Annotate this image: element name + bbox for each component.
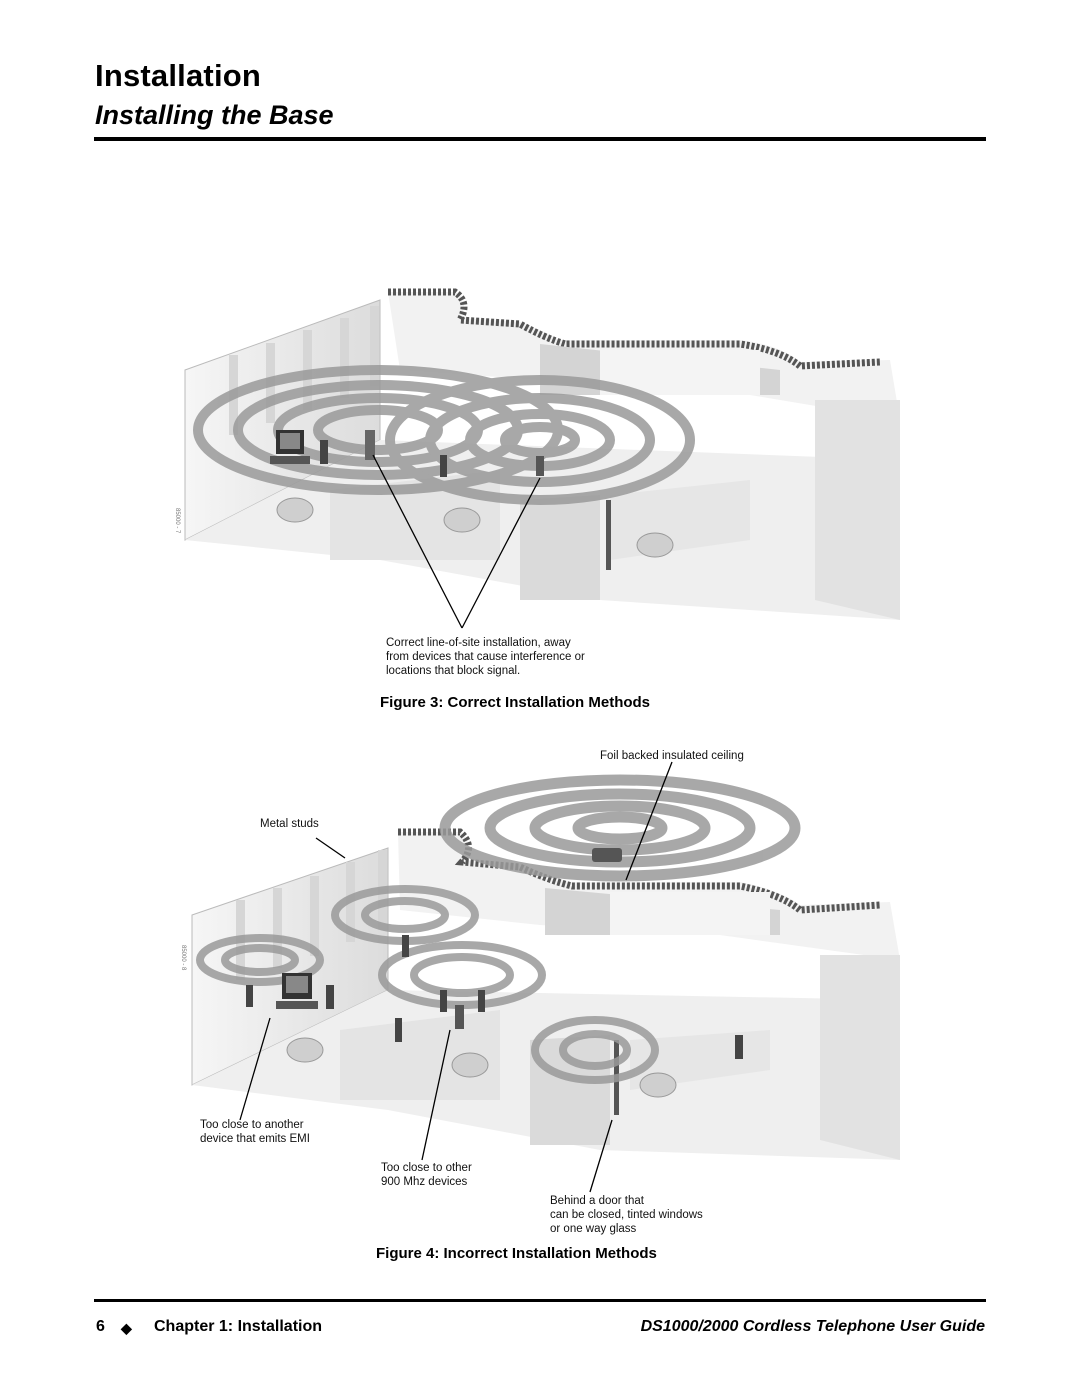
figure-3-caption: Figure 3: Correct Installation Methods [380, 694, 651, 711]
figure-4-callout-ceiling: Foil backed insulated ceiling [600, 750, 744, 762]
fig4-ceiling-rings [439, 774, 801, 882]
figure-4-caption: Figure 4: Incorrect Installation Methods [376, 1245, 657, 1262]
header-rule [94, 137, 986, 141]
figure-4-callout-emi: Too close to another device that emits E… [200, 1119, 310, 1145]
figure-4-callout-900: Too close to other 900 Mhz devices [381, 1162, 472, 1188]
fig3-devices [270, 430, 544, 477]
fig4-callout-lines [239, 761, 673, 1193]
fig3-signal-rings [193, 365, 695, 505]
figure-4-callout-door: Behind a door that can be closed, tinted… [550, 1195, 703, 1235]
section-title: Installation [95, 58, 262, 93]
bullet-icon: ◆ [121, 1320, 132, 1336]
figure-4-code: 85000 - 8 [180, 945, 186, 971]
fig3-chairs [276, 497, 674, 558]
fig4-ceiling [398, 828, 900, 960]
figure-3-callout: Correct line-of-site installation, away … [386, 637, 585, 677]
fig3-callout-lines [372, 454, 541, 629]
fig4-chairs [286, 1037, 677, 1098]
footer-rule [94, 1299, 986, 1302]
page-number: 6 [96, 1318, 105, 1335]
fig4-devices [246, 935, 743, 1059]
figure-4-callout-studs: Metal studs [260, 818, 319, 830]
page-subtitle: Installing the Base [95, 100, 334, 130]
fig4-ceiling-base-unit [592, 848, 622, 862]
footer-guide-title: DS1000/2000 Cordless Telephone User Guid… [640, 1318, 985, 1335]
footer-chapter: Chapter 1: Installation [154, 1318, 323, 1335]
